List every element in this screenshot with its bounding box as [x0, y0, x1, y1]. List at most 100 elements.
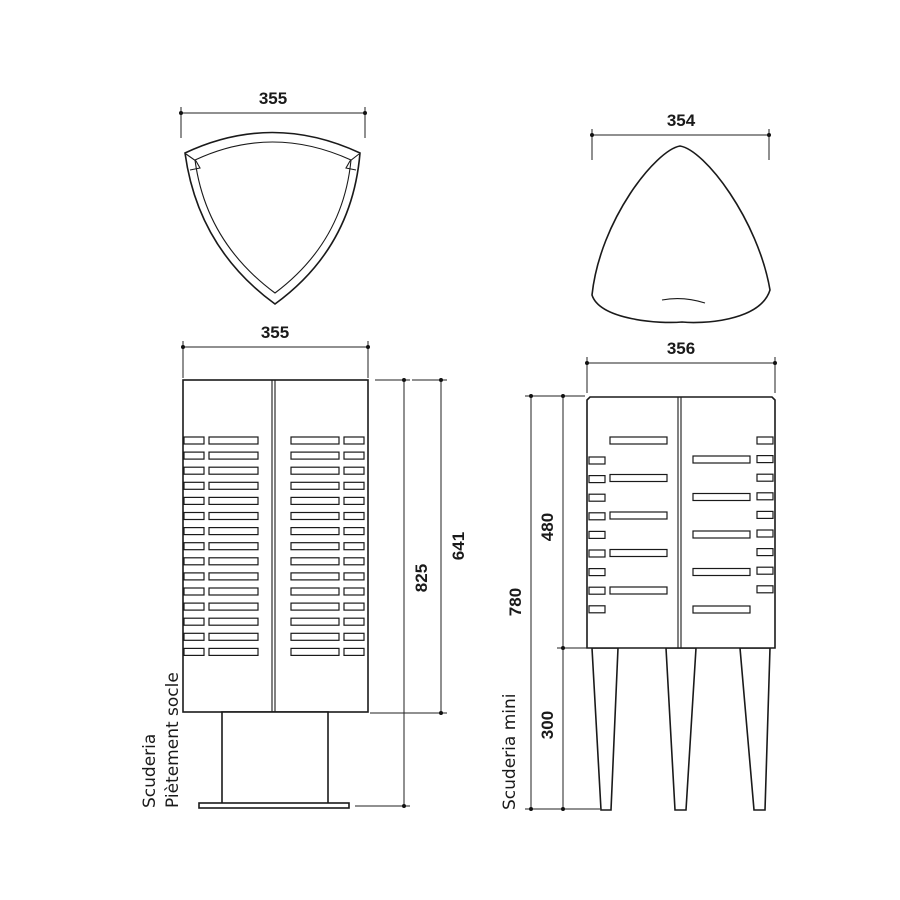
slot-grid-right: [588, 436, 774, 614]
slot: [343, 632, 365, 641]
slot: [290, 647, 340, 657]
front-view-right: 356 780 480 300 Scuderia mini: [500, 339, 777, 811]
slot: [183, 436, 205, 445]
dim-label-left-total: 825: [412, 564, 431, 592]
dim-dot: [585, 361, 589, 365]
slot: [183, 557, 205, 566]
dim-dot: [181, 345, 185, 349]
slot: [588, 567, 606, 577]
slot: [756, 529, 774, 538]
pedestal-post: [221, 711, 329, 806]
slot: [692, 567, 751, 577]
slot: [343, 436, 365, 445]
slot: [756, 510, 774, 519]
dim-dot: [402, 378, 406, 382]
slot: [290, 632, 340, 641]
slot: [183, 526, 205, 536]
slot: [588, 586, 606, 595]
slot: [290, 557, 340, 566]
slot: [208, 602, 259, 611]
shield-inner-outline: [194, 141, 352, 294]
slot: [343, 511, 365, 521]
slot: [343, 466, 365, 475]
dim-dot: [529, 394, 533, 398]
slot: [290, 436, 340, 445]
slot: [343, 602, 365, 611]
slot: [692, 530, 751, 539]
slot: [588, 549, 606, 558]
slot: [183, 617, 205, 626]
dim-dot: [529, 807, 533, 811]
slot: [290, 466, 340, 475]
dim-dot: [363, 111, 367, 115]
slot: [183, 481, 205, 490]
slot: [183, 602, 205, 611]
dim-label-front-left: 355: [261, 323, 289, 342]
leg-center: [665, 647, 697, 811]
slot: [609, 548, 668, 558]
dim-dot: [561, 394, 565, 398]
slot: [609, 436, 668, 445]
caption-left-line2: Piètement socle: [163, 672, 183, 808]
reuleaux-outline: [591, 145, 771, 324]
dim-dot: [179, 111, 183, 115]
slot: [343, 526, 365, 536]
slot: [756, 566, 774, 575]
dim-label-left-body: 641: [449, 532, 468, 560]
dim-label-right-body: 480: [538, 513, 557, 541]
slot: [588, 475, 606, 484]
slot: [290, 526, 340, 536]
slot: [290, 511, 340, 521]
dim-dot: [590, 133, 594, 137]
slot: [208, 542, 259, 551]
top-view-right: 354: [590, 111, 771, 324]
slot: [208, 587, 259, 596]
slot: [756, 585, 774, 594]
slot: [343, 617, 365, 626]
slot: [588, 456, 606, 465]
slot: [588, 493, 606, 502]
slot: [756, 455, 774, 464]
dim-dot: [561, 807, 565, 811]
pedestal-base-plate: [198, 802, 350, 809]
slot: [208, 632, 259, 641]
dim-label-front-right: 356: [667, 339, 695, 358]
slot: [756, 492, 774, 501]
shield-corner-right: [345, 153, 360, 171]
slot: [343, 481, 365, 490]
slot: [692, 605, 751, 614]
slot: [290, 587, 340, 596]
dim-label-top-right: 354: [667, 111, 696, 130]
slot: [588, 530, 606, 540]
slot: [208, 436, 259, 445]
slot: [609, 473, 668, 483]
slot: [208, 572, 259, 581]
shield-corner-left: [185, 153, 201, 171]
leg-left: [591, 647, 619, 811]
dim-dot: [439, 711, 443, 715]
slot: [208, 496, 259, 505]
slot: [290, 617, 340, 626]
slot: [290, 496, 340, 505]
slot: [183, 572, 205, 581]
slot: [290, 542, 340, 551]
slot: [290, 451, 340, 460]
slot: [208, 526, 259, 536]
dim-dot: [767, 133, 771, 137]
slot: [290, 602, 340, 611]
slot: [756, 436, 774, 445]
dim-dot: [773, 361, 777, 365]
caption-right: Scuderia mini: [500, 694, 520, 810]
reuleaux-detail: [661, 297, 706, 304]
dim-label-right-legs: 300: [538, 711, 557, 739]
slot: [343, 542, 365, 551]
slot: [290, 572, 340, 581]
slot: [208, 466, 259, 475]
slot: [183, 632, 205, 641]
dim-label-right-total: 780: [506, 588, 525, 616]
shield-outer-outline: [184, 131, 361, 305]
slot: [183, 647, 205, 657]
slot: [609, 586, 668, 595]
